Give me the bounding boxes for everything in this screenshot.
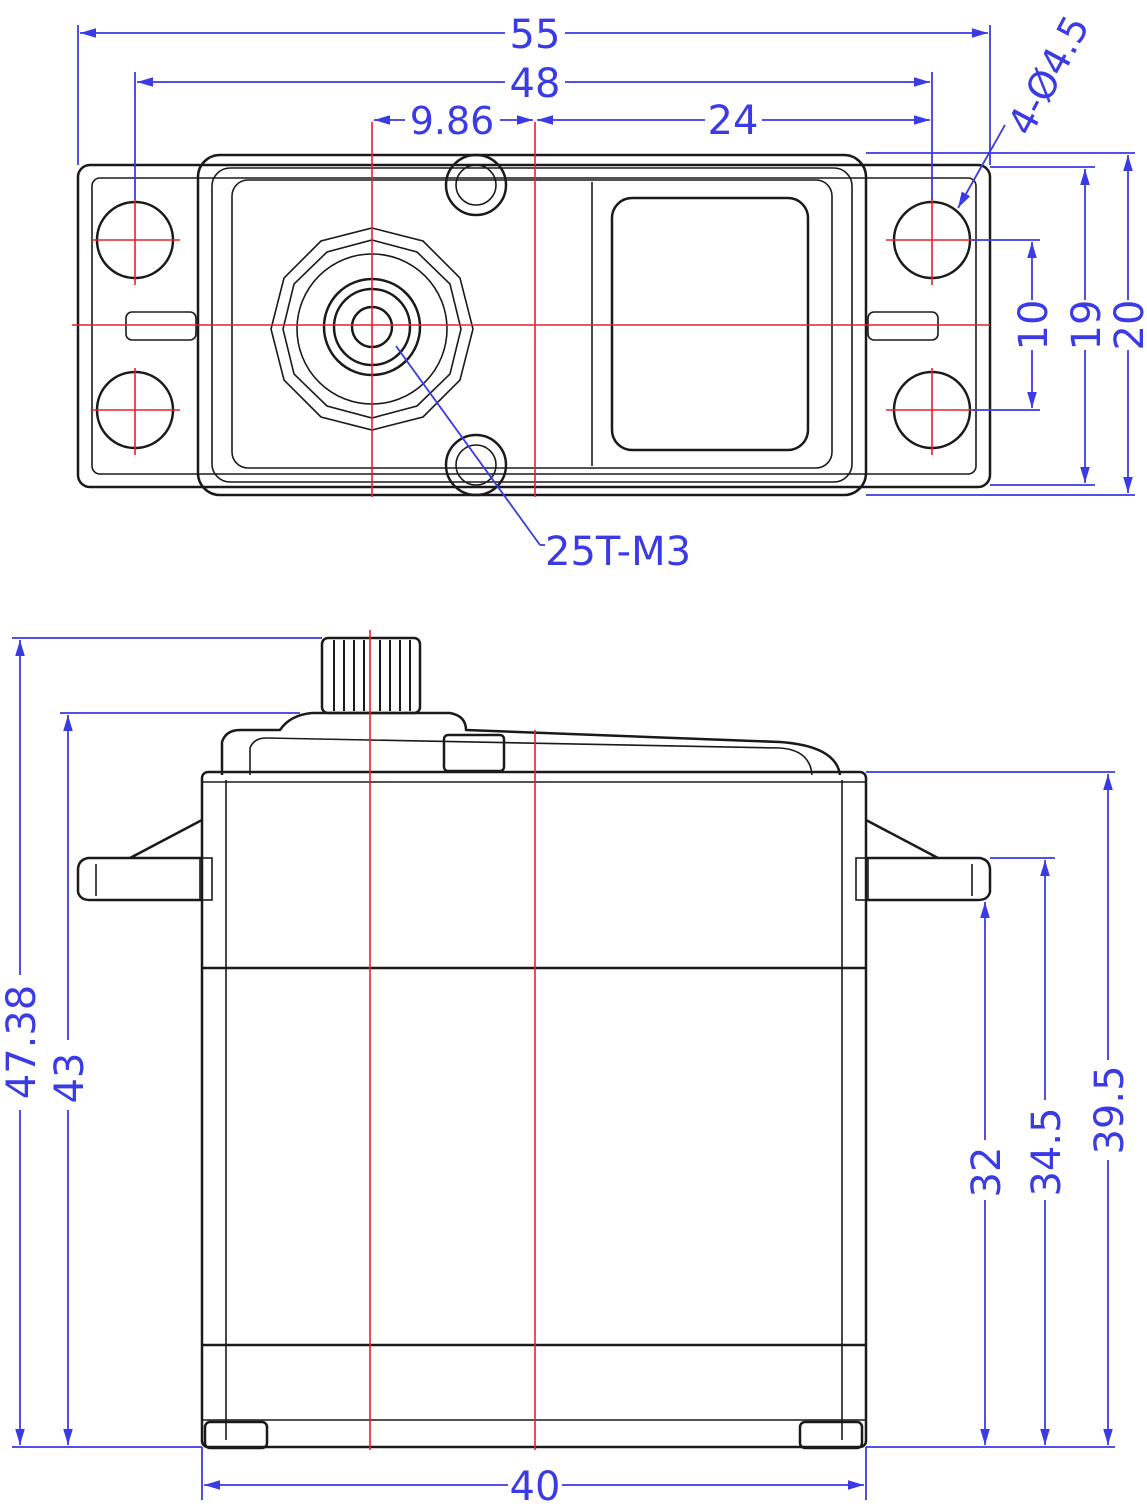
side-tab-left-edge [199,857,213,901]
dim-hole-vertical: 10 [972,239,1057,411]
dim-body-height: 43 [47,712,300,1445]
side-cap-bump [442,733,506,773]
top-boss-top [444,153,508,217]
top-label-window [610,196,810,452]
side-output-spline [320,636,422,715]
side-tab-right-gusset [865,818,939,860]
side-centerlines [369,630,536,1450]
side-case-outline [200,770,868,1449]
dim-label-55: 55 [510,12,561,58]
top-flange-outline [76,163,992,489]
top-centerlines [72,122,990,497]
top-boss-bottom-inner [455,444,497,486]
dim-label-40: 40 [510,1464,561,1507]
top-flange-inner [91,177,977,475]
dim-total-height: 47.38 [0,637,322,1448]
dim-mount-height: 32 [964,902,1010,1445]
side-tab-right-edge [855,857,869,901]
top-view: 55 48 9.86 24 4-Ø4.5 [72,8,1147,575]
side-view: 47.38 43 39.5 34.5 32 [0,630,1133,1507]
dim-label-34-5: 34.5 [1024,1107,1070,1196]
dim-label-43: 43 [47,1053,93,1104]
dim-body-width: 19 [990,166,1110,486]
top-boss-bottom [444,433,508,497]
dim-label-spline: 25T-M3 [545,529,691,575]
dim-body-length: 40 [201,1447,867,1507]
side-foot-left [203,1420,269,1450]
top-left-slot [125,311,197,341]
top-boss-top-inner [455,164,497,206]
dim-label-hole-callout: 4-Ø4.5 [999,8,1098,142]
dim-spline-callout: 25T-M3 [395,345,691,575]
dim-label-48: 48 [510,61,561,107]
dim-hole-callout: 4-Ø4.5 [957,8,1098,209]
dim-case-height: 39.5 [866,771,1133,1448]
dim-hole-spacing: 48 [134,61,933,200]
dim-tab-height: 34.5 [990,857,1070,1445]
dim-label-19: 19 [1064,300,1110,351]
side-top-cap-inner [249,737,813,776]
dim-label-20: 20 [1107,300,1147,351]
dim-label-39-5: 39.5 [1087,1065,1133,1154]
top-body-recess [231,179,833,469]
dim-label-47-38: 47.38 [0,985,45,1100]
dim-overall-depth: 20 [866,152,1147,496]
dim-label-10: 10 [1011,300,1057,351]
dim-overall-width: 55 [77,12,991,165]
side-spline-teeth [333,640,411,711]
side-tab-left-gusset [129,818,203,860]
dim-label-32: 32 [964,1147,1010,1198]
dim-label-24: 24 [708,98,759,144]
side-foot-right [798,1420,864,1450]
dim-shaft-offsets: 9.86 24 [374,98,930,144]
side-top-cap [220,711,842,776]
side-tab-left [76,856,202,902]
side-tab-right [866,856,992,902]
top-right-slot [867,311,939,341]
dim-label-9-86: 9.86 [410,99,495,143]
